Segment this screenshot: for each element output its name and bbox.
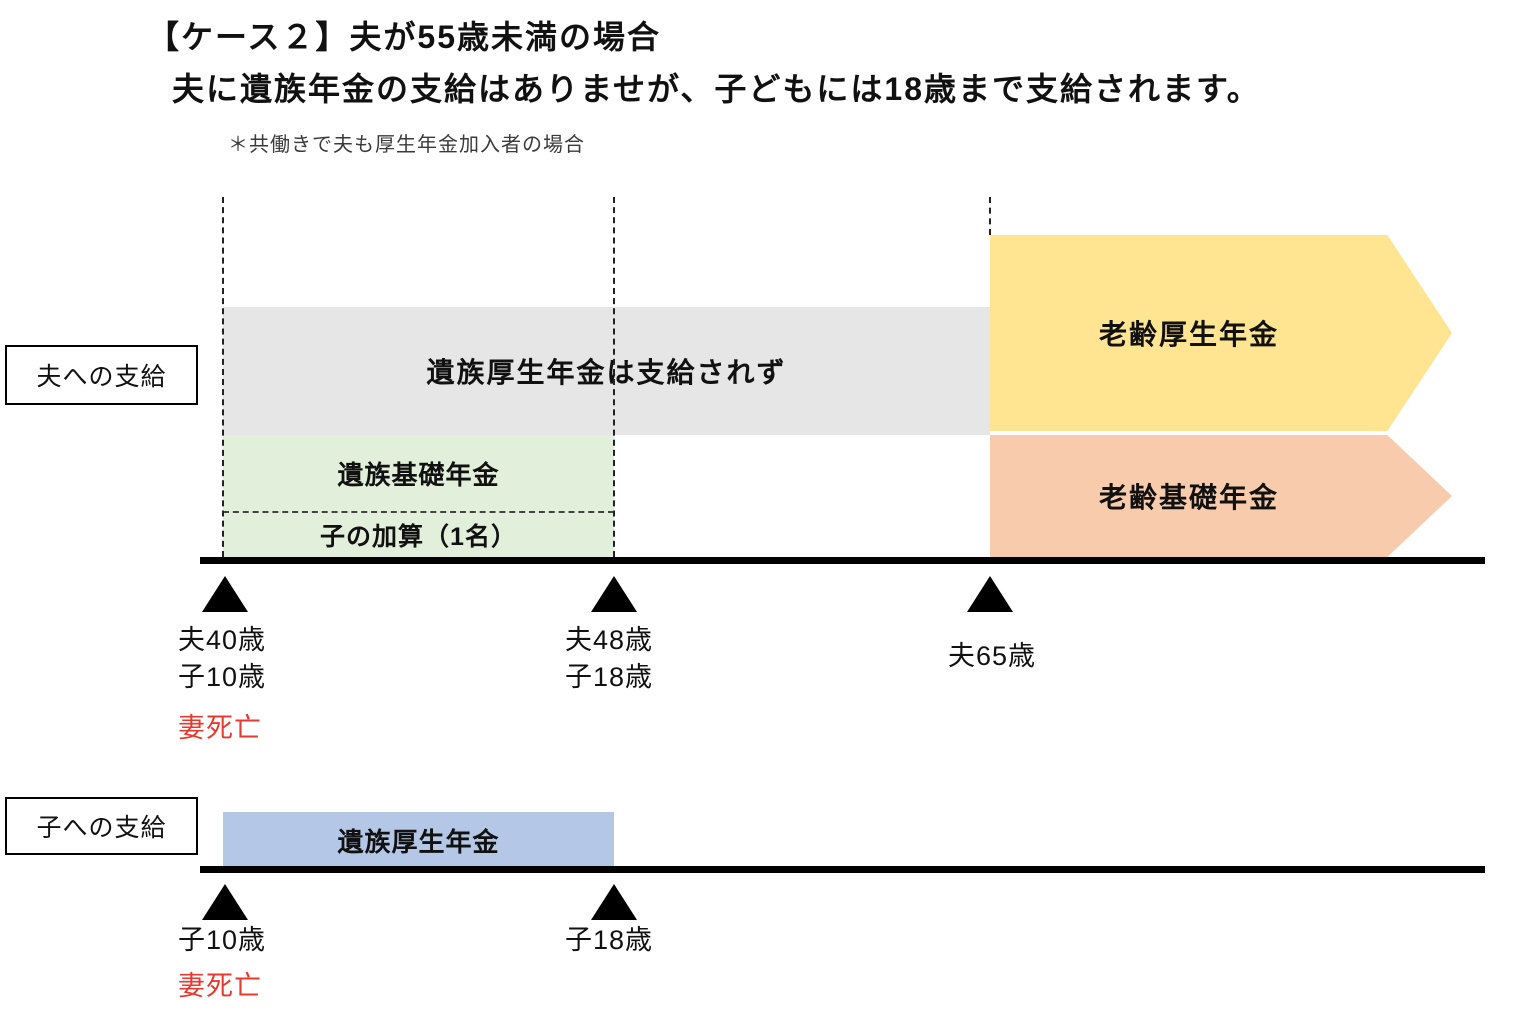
child-addition-bar: 子の加算（1名） [223, 511, 614, 557]
dashed-guide-age48 [613, 197, 615, 557]
husband-payments-label-box: 夫への支給 [5, 345, 198, 405]
survivor-basic-pension-label: 遺族基礎年金 [337, 459, 500, 490]
child-timeline-axis [200, 866, 1485, 873]
old-age-basic-pension-arrow: 老齢基礎年金 [990, 435, 1452, 557]
old-age-employee-pension-arrow: 老齢厚生年金 [990, 235, 1452, 431]
marker-triangle-age65 [967, 576, 1013, 612]
footnote: ＊共働きで夫も厚生年金加入者の場合 [228, 134, 585, 156]
child-addition-label: 子の加算（1名） [320, 523, 517, 551]
husband-payments-label: 夫への支給 [36, 363, 167, 391]
old-age-basic-pension-label: 老齢基礎年金 [1098, 482, 1279, 513]
child-survivor-employee-pension-label: 遺族厚生年金 [337, 826, 500, 857]
marker-triangle-child10 [202, 884, 248, 920]
marker-age-line: 夫48歳 [565, 625, 654, 655]
marker-age-line: 子18歳 [565, 662, 654, 692]
marker-age-line: 夫40歳 [178, 625, 267, 655]
dashed-guide-age40 [222, 197, 224, 557]
page-title: 【ケース２】夫が55歳未満の場合 [147, 19, 661, 55]
marker-age-line: 夫65歳 [948, 641, 1037, 671]
marker-label-husband40: 夫40歳 子10歳 [178, 622, 266, 696]
marker-label-child18: 子18歳 [565, 925, 654, 955]
old-age-employee-pension-label: 老齢厚生年金 [1098, 319, 1279, 350]
marker-triangle-age48 [591, 576, 637, 612]
marker-label-husband65: 夫65歳 [948, 638, 1036, 675]
survivor-basic-pension-bar: 遺族基礎年金 [223, 435, 614, 511]
marker-label-child10: 子10歳 [178, 925, 267, 955]
no-survivor-employee-pension-bar: 遺族厚生年金は支給されず [223, 307, 990, 435]
marker-triangle-age40 [202, 576, 248, 612]
wife-death-label-child: 妻死亡 [178, 971, 262, 1001]
marker-label-husband48: 夫48歳 子18歳 [565, 622, 653, 696]
wife-death-label-husband: 妻死亡 [178, 713, 262, 743]
child-payments-label-box: 子への支給 [5, 797, 198, 855]
no-survivor-employee-pension-label: 遺族厚生年金は支給されず [426, 357, 787, 388]
marker-age-line: 子10歳 [178, 662, 267, 692]
marker-triangle-child18 [591, 884, 637, 920]
dashed-guide-age65 [989, 197, 991, 235]
husband-timeline-axis [200, 557, 1485, 564]
child-payments-label: 子への支給 [36, 814, 167, 842]
page-subtitle: 夫に遺族年金の支給はありませが、子どもには18歳まで支給されます。 [172, 71, 1261, 107]
child-survivor-employee-pension-bar: 遺族厚生年金 [223, 812, 614, 868]
